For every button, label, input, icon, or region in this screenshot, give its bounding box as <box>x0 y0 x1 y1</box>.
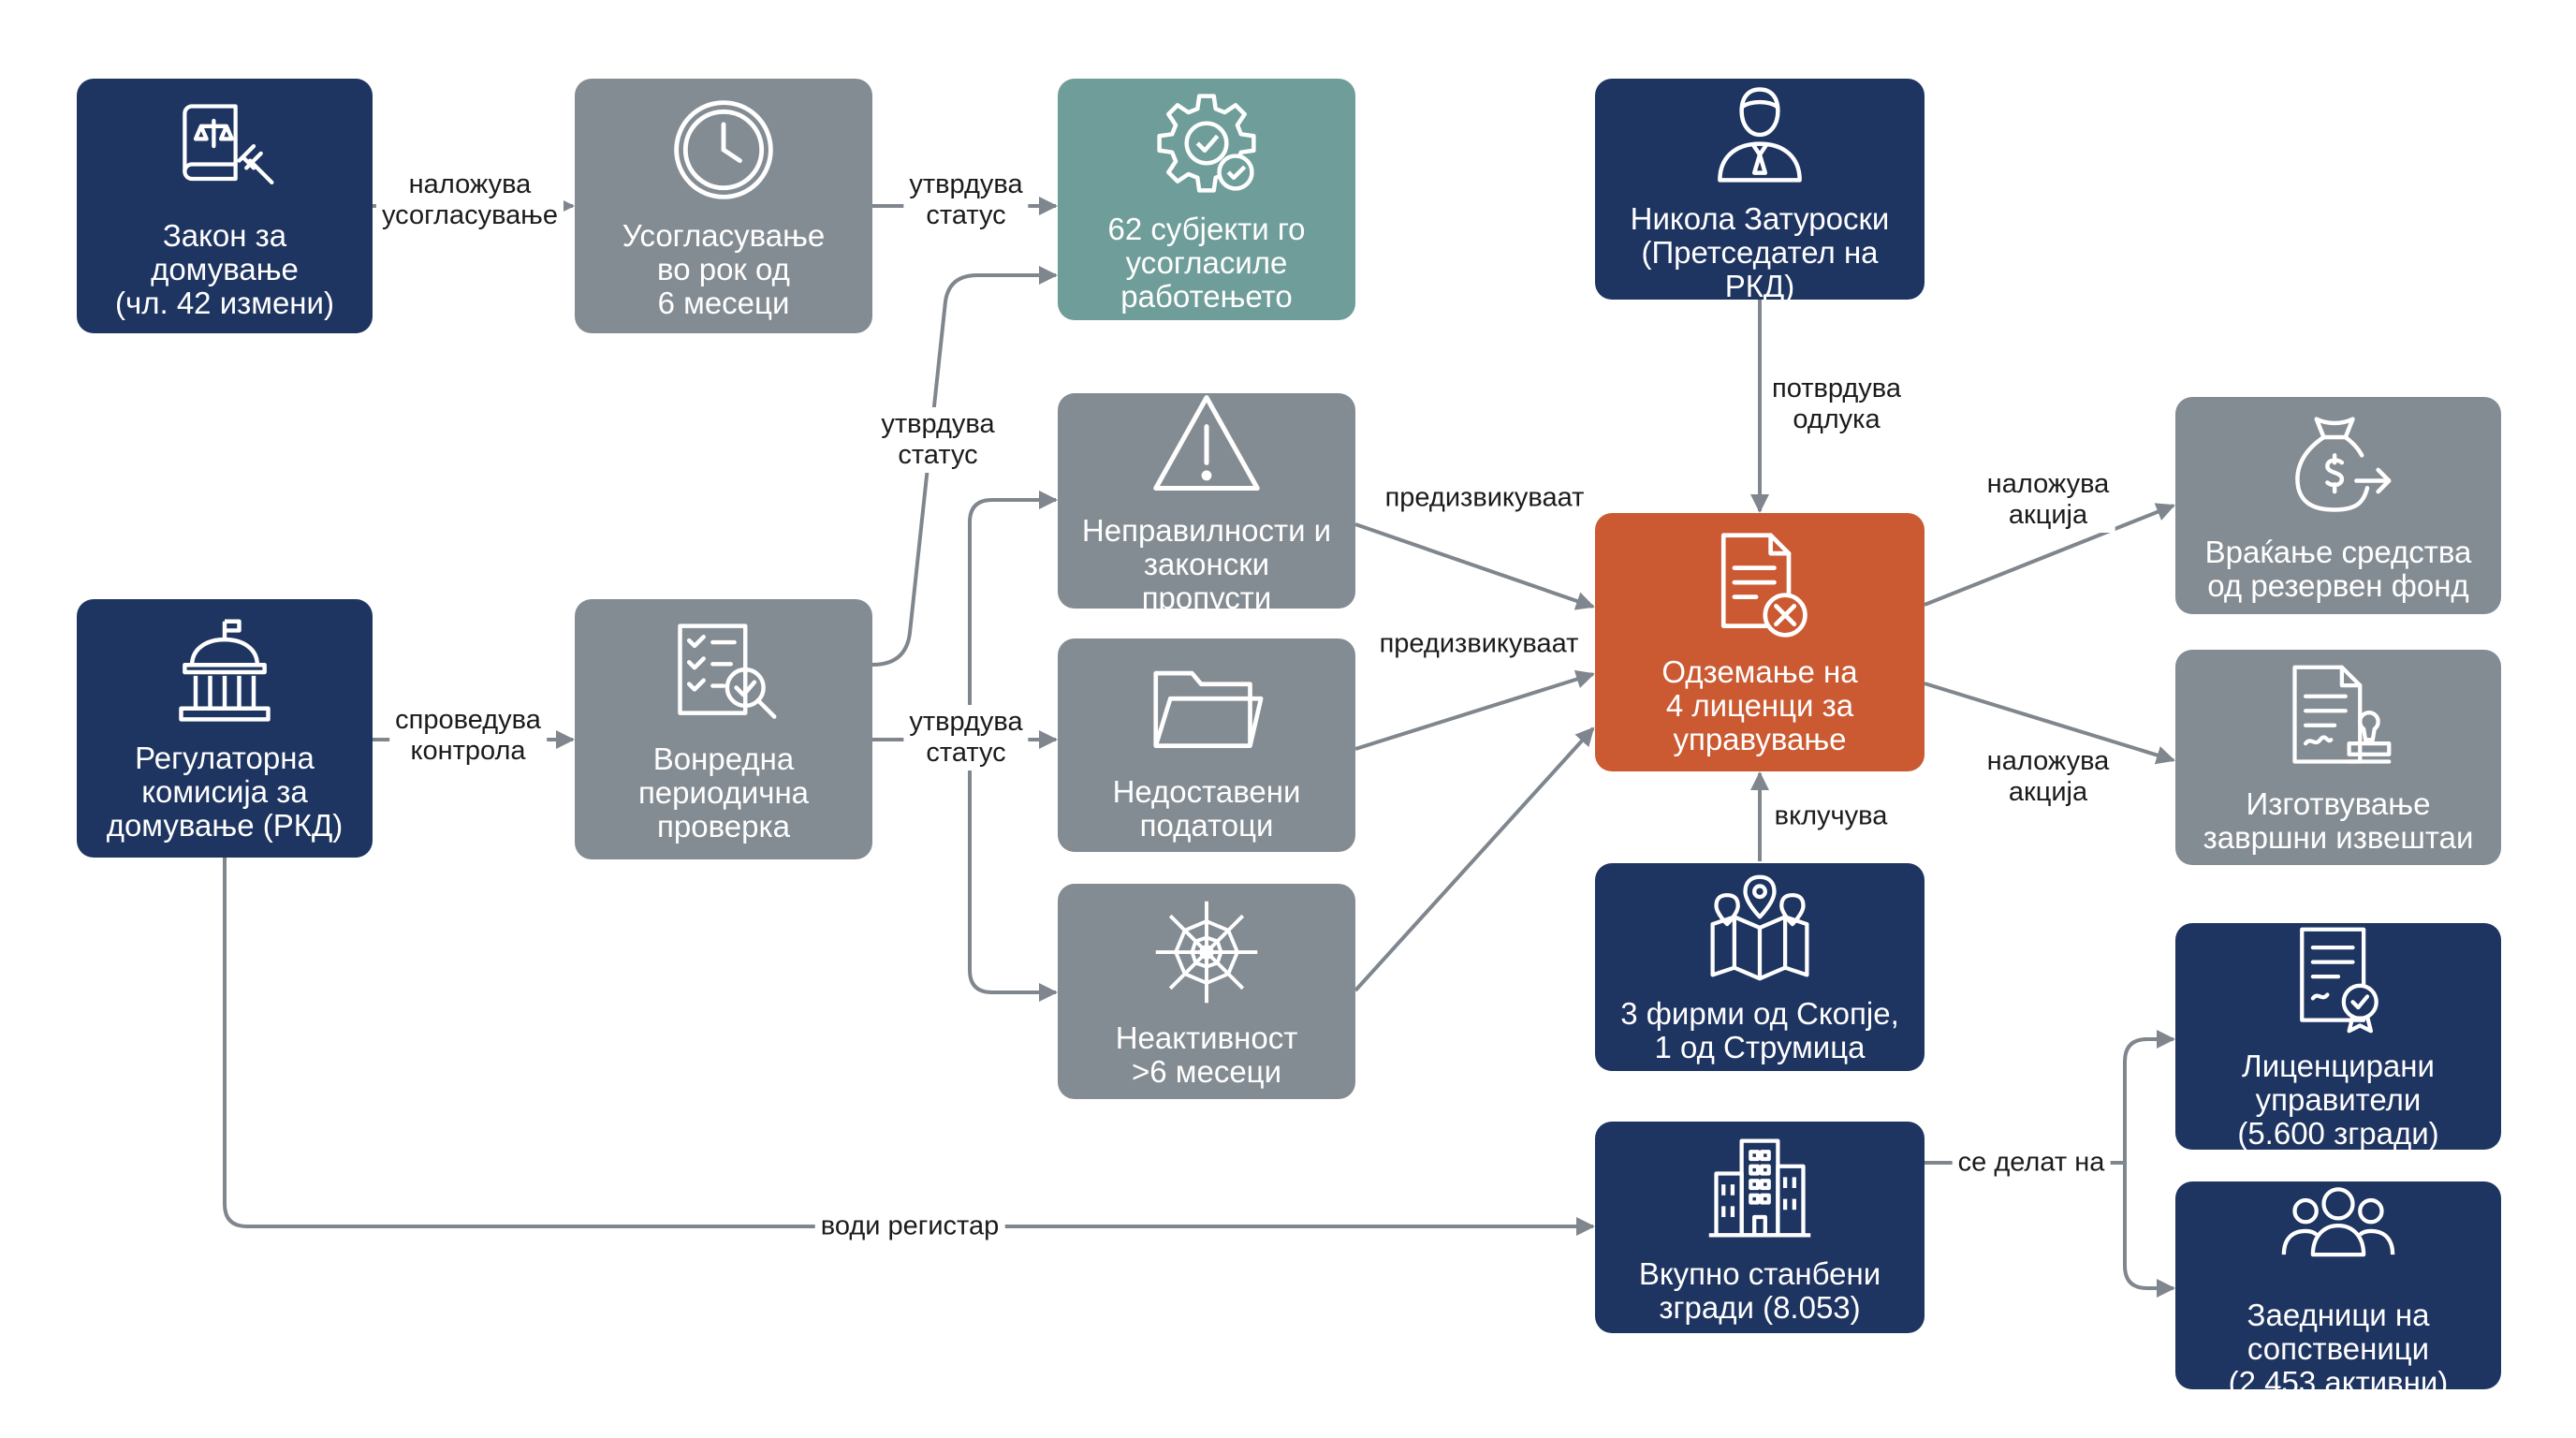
node-housing-law: Закон за домување (чл. 42 измени) <box>77 79 373 333</box>
node-licensed-managers: Лиценцирани управители (5.600 згради) <box>2175 922 2501 1151</box>
node-label-total-buildings: Вкупно станбени згради (8.053) <box>1638 1256 1881 1325</box>
edge-label-law-harmonization: наложува усогласување <box>375 168 564 233</box>
person-tie-icon <box>1702 75 1818 191</box>
clock-icon <box>666 92 782 208</box>
node-final-reports: Изготвување завршни извештаи <box>2175 650 2501 865</box>
edge-label-rkd-inspection: спроведува контрола <box>389 703 547 769</box>
edge-buildings-communities <box>2123 1163 2175 1298</box>
edge-irregularities-revocation <box>1354 522 1595 610</box>
node-label-inactivity: Неактивност >6 месеци <box>1115 1020 1298 1089</box>
document-cancel-icon <box>1702 528 1818 644</box>
node-reserve-fund-refund: Враќање средства од резервен фонд <box>2175 397 2501 614</box>
node-label-extraordinary-inspection: Вонредна периодична проверка <box>637 741 810 844</box>
people-group-icon <box>2280 1171 2396 1287</box>
node-label-final-reports: Изготвување завршни извештаи <box>2203 786 2474 855</box>
node-label-owner-communities: Заедници на сопственици (2.453 активни) <box>2228 1298 2449 1400</box>
edge-revocation-reports <box>1924 682 2175 765</box>
node-label-irregularities: Неправилности и законски пропусти <box>1081 513 1332 615</box>
node-firms-location: 3 фирми од Скопје, 1 од Струмица <box>1595 863 1925 1071</box>
edge-missing-revocation <box>1354 669 1595 751</box>
node-extraordinary-inspection: Вонредна периодична проверка <box>575 599 872 859</box>
edge-buildings-licensed <box>2123 1030 2175 1163</box>
node-label-missing-data: Недоставени податоци <box>1112 774 1301 843</box>
law-book-gavel-icon <box>167 92 283 208</box>
checklist-magnifier-icon <box>666 615 782 731</box>
node-harmonization-deadline: Усогласување во рок од 6 месеци <box>575 79 872 333</box>
edge-label-irregularities-revocation: предизвикуваат <box>1379 480 1590 516</box>
office-building-icon <box>1702 1130 1818 1246</box>
node-irregularities: Неправилности и законски пропусти <box>1058 393 1355 615</box>
gear-check-icon <box>1149 85 1265 201</box>
node-license-revocation: Одземање на 4 лиценци за управување <box>1595 513 1925 771</box>
node-missing-data: Недоставени податоци <box>1058 638 1355 852</box>
edge-label-president-revocation: потврдува одлука <box>1766 372 1907 437</box>
certificate-icon <box>2280 922 2396 1038</box>
document-stamp-icon <box>2280 660 2396 776</box>
node-label-harmonized-entities: 62 субјекти го усогласиле работењето <box>1107 212 1306 314</box>
edge-label-revocation-reports: наложува акција <box>1981 744 2115 810</box>
spider-web-icon <box>1149 894 1265 1010</box>
node-label-license-revocation: Одземање на 4 лиценци за управување <box>1661 654 1858 756</box>
node-harmonized-entities: 62 субјекти го усогласиле работењето <box>1058 79 1355 320</box>
node-commission-president: Никола Затуроски (Претседател на РКД) <box>1595 79 1925 303</box>
node-total-buildings: Вкупно станбени згради (8.053) <box>1595 1122 1925 1333</box>
edge-inspection-irregularities <box>968 491 1058 741</box>
money-bag-arrow-icon <box>2280 408 2396 524</box>
edge-label-rkd-buildings: води регистар <box>814 1209 1005 1244</box>
folder-icon <box>1149 648 1265 764</box>
edge-label-harmonization-harmonized: утврдува статус <box>903 168 1029 233</box>
edge-rkd-buildings <box>223 858 1595 1236</box>
node-regulatory-commission: Регулаторна комисија за домување (РКД) <box>77 599 373 858</box>
edge-inactivity-revocation <box>1354 726 1595 992</box>
node-label-reserve-fund-refund: Враќање средства од резервен фонд <box>2204 535 2472 603</box>
government-building-icon <box>167 614 283 730</box>
edge-label-firms-revocation: вклучува <box>1768 799 1894 834</box>
node-label-regulatory-commission: Регулаторна комисија за домување (РКД) <box>106 741 344 843</box>
edge-label-inspection-harmonized: утврдува статус <box>875 407 1001 473</box>
node-label-firms-location: 3 фирми од Скопје, 1 од Струмица <box>1620 996 1899 1064</box>
node-label-housing-law: Закон за домување (чл. 42 измени) <box>115 218 334 320</box>
edge-label-buildings-split: се делат на <box>1952 1145 2111 1181</box>
edge-label-missing-revocation: предизвикуваат <box>1373 626 1585 662</box>
edge-label-revocation-refund: наложува акција <box>1981 467 2115 533</box>
edge-inspection-inactivity <box>968 740 1058 1002</box>
warning-triangle-icon <box>1149 387 1265 503</box>
edge-label-inspection-findings: утврдува статус <box>903 705 1029 770</box>
node-label-harmonization-deadline: Усогласување во рок од 6 месеци <box>622 218 826 320</box>
node-inactivity: Неактивност >6 месеци <box>1058 884 1355 1099</box>
node-owner-communities: Заедници на сопственици (2.453 активни) <box>2175 1181 2501 1400</box>
node-label-licensed-managers: Лиценцирани управители (5.600 згради) <box>2237 1049 2439 1151</box>
edge-revocation-refund <box>1924 503 2175 607</box>
node-label-commission-president: Никола Затуроски (Претседател на РКД) <box>1630 201 1890 303</box>
map-pins-icon <box>1702 870 1818 986</box>
